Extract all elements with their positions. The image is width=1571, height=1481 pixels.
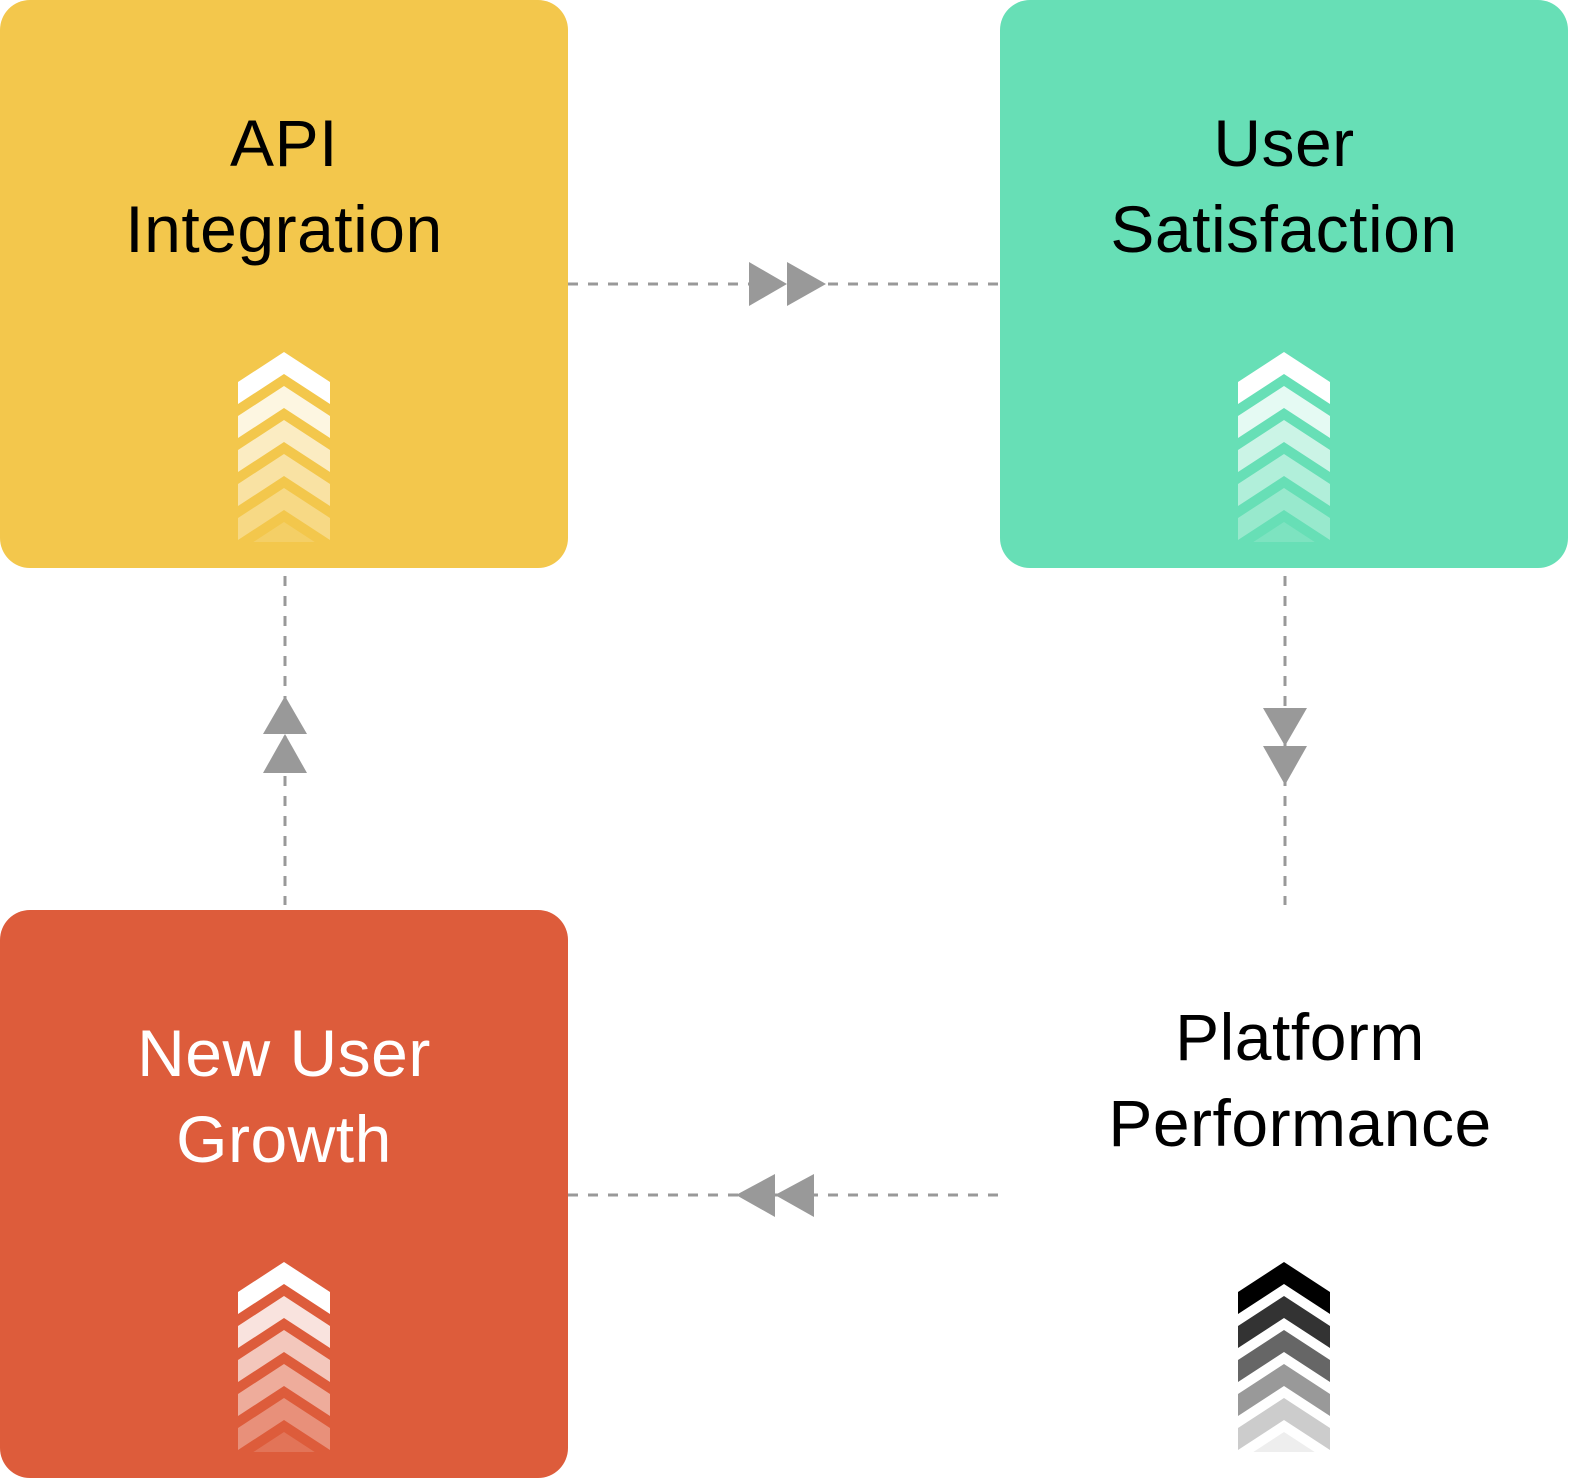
label-line: Satisfaction [1110, 192, 1458, 266]
chevron-mark [238, 1262, 330, 1314]
chevron-mark [1238, 386, 1330, 438]
chevron-mark [1238, 1296, 1330, 1348]
chevron-mark [1238, 1364, 1330, 1416]
edge-api-to-satisfaction [568, 262, 1000, 306]
arrowhead-left-icon [736, 1174, 775, 1217]
arrowhead-right-icon [787, 262, 826, 306]
chevron-mark [1238, 454, 1330, 506]
arrowhead-down-icon [1263, 708, 1307, 746]
node-platform-performance[interactable]: Platform Performance [1000, 910, 1568, 1478]
chevron-mark [253, 522, 315, 542]
label-line: API [230, 106, 338, 180]
node-label: New User Growth [0, 1010, 568, 1182]
edge-satisfaction-to-performance [1263, 576, 1307, 905]
chevron-mark [1238, 1330, 1330, 1382]
chevron-mark [1238, 352, 1330, 404]
chevron-mark [238, 1398, 330, 1450]
chevron-mark [238, 454, 330, 506]
arrowhead-up-icon [263, 696, 307, 734]
chevron-mark [253, 1432, 315, 1452]
chevron-mark [1253, 1432, 1315, 1452]
label-line: Integration [125, 192, 443, 266]
chevron-mark [238, 1296, 330, 1348]
label-line: Platform [1175, 1000, 1425, 1074]
chevron-mark [238, 386, 330, 438]
node-api-integration[interactable]: API Integration [0, 0, 568, 568]
chevrons-up-icon [1238, 352, 1330, 542]
chevron-mark [238, 352, 330, 404]
arrowhead-left-icon [775, 1174, 814, 1217]
chevron-mark [238, 1330, 330, 1382]
chevron-mark [1253, 522, 1315, 542]
node-new-user-growth[interactable]: New User Growth [0, 910, 568, 1478]
node-label: Platform Performance [1032, 994, 1568, 1166]
chevron-mark [1238, 1262, 1330, 1314]
chevrons-up-icon [238, 1262, 330, 1452]
chevron-mark [1238, 1398, 1330, 1450]
edge-performance-to-growth [568, 1174, 1000, 1217]
arrowhead-down-icon [1263, 746, 1307, 785]
node-label: User Satisfaction [1000, 100, 1568, 272]
label-line: User [1213, 106, 1355, 180]
edge-growth-to-api [263, 576, 307, 905]
label-line: New User [137, 1016, 431, 1090]
chevron-mark [1238, 420, 1330, 472]
chevron-mark [238, 1364, 330, 1416]
chevron-mark [238, 420, 330, 472]
chevron-mark [1238, 488, 1330, 540]
arrowhead-up-icon [263, 734, 307, 773]
node-user-satisfaction[interactable]: User Satisfaction [1000, 0, 1568, 568]
node-label: API Integration [0, 100, 568, 272]
label-line: Growth [176, 1102, 392, 1176]
arrowhead-right-icon [749, 262, 787, 306]
chevrons-up-icon [1238, 1262, 1330, 1452]
label-line: Performance [1108, 1086, 1492, 1160]
chevrons-up-icon [238, 352, 330, 542]
chevron-mark [238, 488, 330, 540]
